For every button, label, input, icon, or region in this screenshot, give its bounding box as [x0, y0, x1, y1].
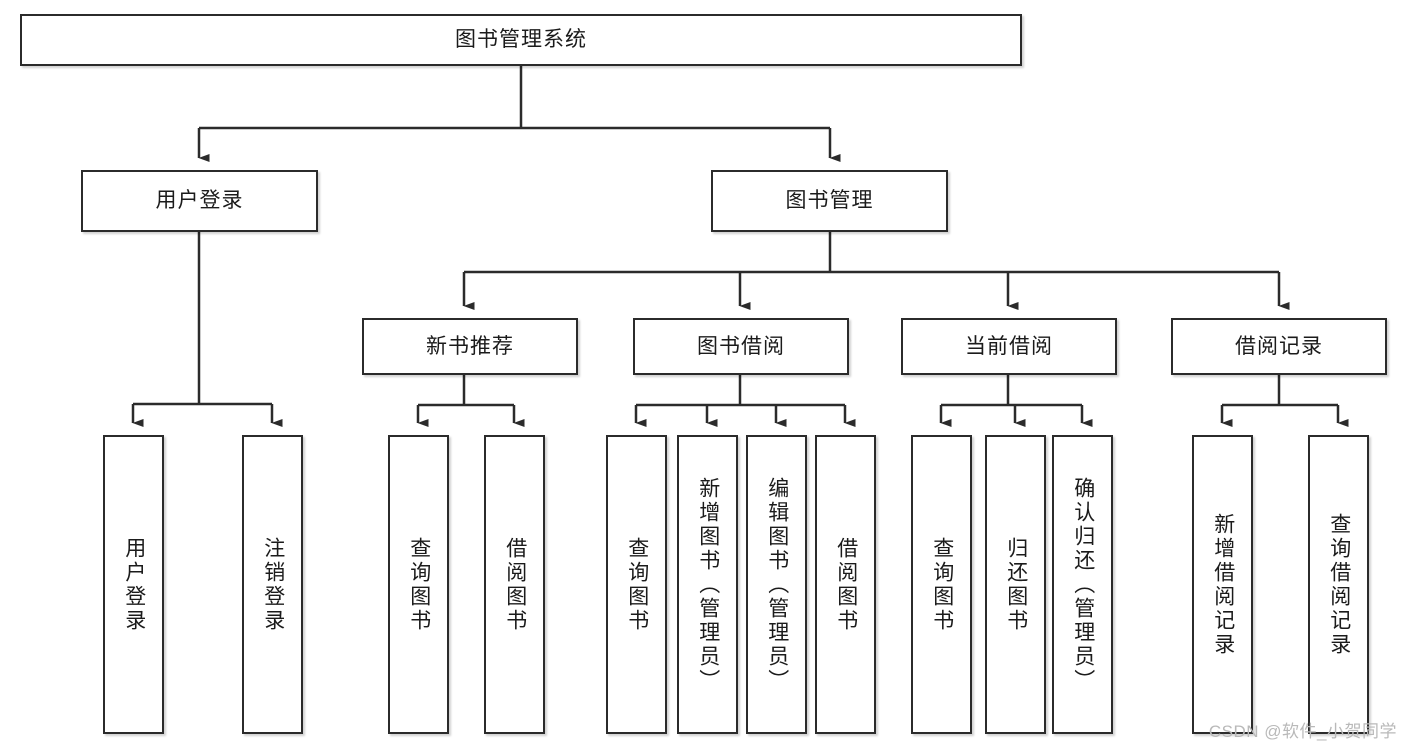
node-leaf-add-book-admin-label: 新增图书（管理员）	[696, 476, 720, 693]
node-leaf-query-book-3-label: 查询图书	[930, 536, 954, 633]
node-user-login[interactable]: 用户登录	[81, 170, 318, 232]
node-leaf-return-book-label: 归还图书	[1004, 536, 1028, 633]
node-leaf-borrow-book-1[interactable]: 借阅图书	[484, 435, 545, 734]
node-new-book-recommend-label: 新书推荐	[426, 334, 514, 358]
node-leaf-confirm-return-admin[interactable]: 确认归还（管理员）	[1052, 435, 1113, 734]
node-leaf-add-book-admin[interactable]: 新增图书（管理员）	[677, 435, 738, 734]
node-leaf-borrow-book-2[interactable]: 借阅图书	[815, 435, 876, 734]
node-leaf-add-borrow-record[interactable]: 新增借阅记录	[1192, 435, 1253, 734]
node-current-borrow[interactable]: 当前借阅	[901, 318, 1117, 375]
node-leaf-edit-book-admin-label: 编辑图书（管理员）	[765, 476, 789, 693]
node-book-borrow[interactable]: 图书借阅	[633, 318, 849, 375]
node-leaf-query-book-3[interactable]: 查询图书	[911, 435, 972, 734]
node-leaf-return-book[interactable]: 归还图书	[985, 435, 1046, 734]
node-current-borrow-label: 当前借阅	[965, 334, 1053, 358]
node-leaf-edit-book-admin[interactable]: 编辑图书（管理员）	[746, 435, 807, 734]
node-leaf-borrow-book-1-label: 借阅图书	[503, 536, 527, 633]
node-leaf-borrow-book-2-label: 借阅图书	[834, 536, 858, 633]
node-leaf-query-borrow-record[interactable]: 查询借阅记录	[1308, 435, 1369, 734]
node-book-manage[interactable]: 图书管理	[711, 170, 948, 232]
node-root[interactable]: 图书管理系统	[20, 14, 1022, 66]
node-leaf-logout-login-label: 注销登录	[261, 536, 285, 633]
node-leaf-user-login[interactable]: 用户登录	[103, 435, 164, 734]
node-leaf-confirm-return-admin-label: 确认归还（管理员）	[1071, 476, 1095, 693]
node-borrow-record-label: 借阅记录	[1235, 334, 1323, 358]
node-leaf-add-borrow-record-label: 新增借阅记录	[1211, 512, 1235, 657]
node-leaf-query-borrow-record-label: 查询借阅记录	[1327, 512, 1351, 657]
node-book-borrow-label: 图书借阅	[697, 334, 785, 358]
csdn-watermark: CSDN @软件_小贺同学	[1208, 722, 1397, 741]
node-leaf-query-book-2-label: 查询图书	[625, 536, 649, 633]
node-leaf-user-login-label: 用户登录	[122, 536, 146, 633]
node-leaf-query-book-2[interactable]: 查询图书	[606, 435, 667, 734]
node-leaf-query-book-1-label: 查询图书	[407, 536, 431, 633]
node-user-login-label: 用户登录	[155, 189, 244, 213]
node-leaf-logout-login[interactable]: 注销登录	[242, 435, 303, 734]
node-root-label: 图书管理系统	[455, 28, 587, 52]
node-borrow-record[interactable]: 借阅记录	[1171, 318, 1387, 375]
node-new-book-recommend[interactable]: 新书推荐	[362, 318, 578, 375]
node-leaf-query-book-1[interactable]: 查询图书	[388, 435, 449, 734]
node-book-manage-label: 图书管理	[785, 189, 874, 213]
